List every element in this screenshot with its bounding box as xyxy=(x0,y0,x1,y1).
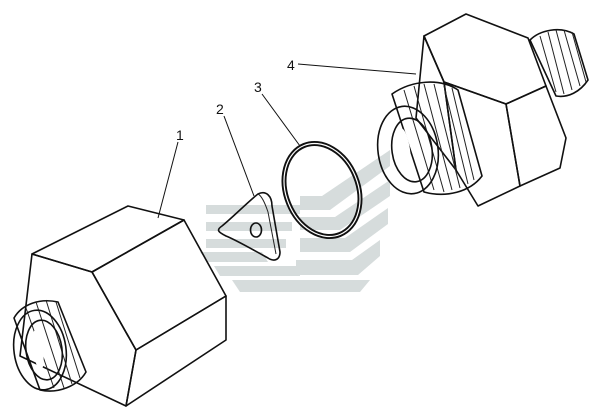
part-2-triangular-washer xyxy=(217,191,281,261)
callout-4: 4 xyxy=(287,57,295,73)
callout-2: 2 xyxy=(216,101,224,117)
leader-4 xyxy=(297,63,417,75)
callout-3: 3 xyxy=(254,79,262,95)
part-1-hex-body xyxy=(19,205,227,407)
part-4-bore-face xyxy=(376,105,440,195)
part-4-rear-thread xyxy=(529,28,589,98)
leader-2 xyxy=(223,115,255,197)
part-1-bore-face xyxy=(12,309,68,391)
callout-1: 1 xyxy=(176,127,184,143)
leader-1 xyxy=(157,141,179,219)
part-4-hex-body xyxy=(415,13,567,207)
part-1-hex-coupling xyxy=(12,205,227,407)
part-4-front-thread xyxy=(391,81,483,196)
watermark-logo xyxy=(200,150,390,292)
part-4-threaded-nipple xyxy=(376,13,589,207)
leader-3 xyxy=(261,93,301,147)
callouts: 1 2 3 4 xyxy=(176,57,295,143)
leader-lines xyxy=(157,63,417,219)
part-3-o-ring xyxy=(281,140,363,240)
